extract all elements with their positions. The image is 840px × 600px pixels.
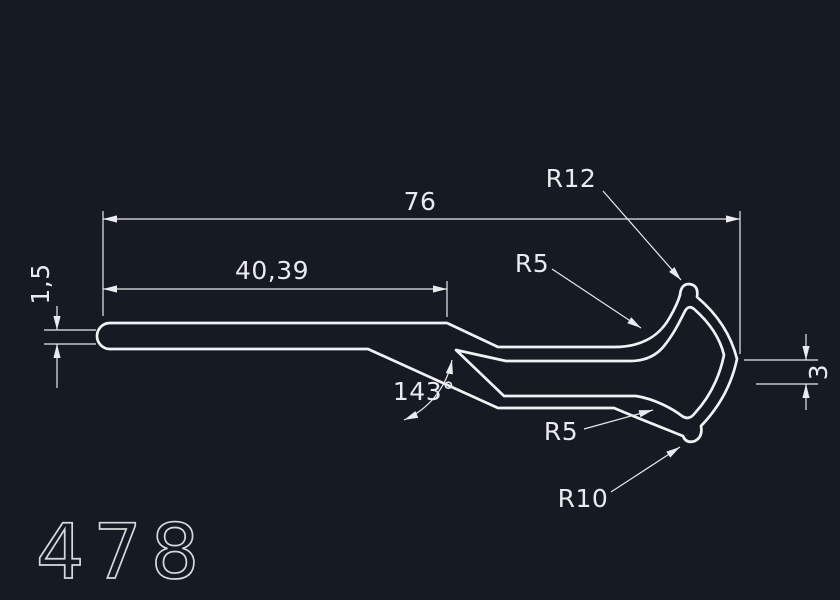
part-number: 478 (36, 507, 208, 596)
profile-outer-outline (95, 282, 739, 444)
angle-arc (403, 359, 453, 421)
dimension-text-3: 3 (804, 364, 833, 380)
dimension-partial-length: 40,39 (103, 256, 448, 317)
leader-radius-upper: R5 (515, 249, 642, 329)
leader-line (610, 446, 681, 493)
dimension-text-4039: 40,39 (235, 256, 309, 285)
dimension-text-15: 1,5 (26, 263, 55, 304)
label-r5-lower: R5 (544, 417, 578, 446)
dimension-angle: 143° (393, 359, 455, 421)
leader-line (602, 190, 682, 281)
label-r12: R12 (546, 164, 597, 193)
leader-line (583, 409, 654, 430)
label-r5-upper: R5 (515, 249, 549, 278)
label-r10: R10 (558, 484, 609, 513)
dimension-total-length: 76 (102, 187, 741, 354)
leader-radius-top: R12 (546, 164, 682, 281)
dimension-text-76: 76 (404, 187, 437, 216)
dimension-thickness: 1,5 (26, 263, 96, 388)
leader-line (551, 268, 642, 329)
profile-inner-outline (454, 305, 726, 420)
profile-geometry (95, 282, 739, 444)
leader-radius-lower: R5 (544, 409, 654, 446)
dimension-text-143: 143° (393, 377, 455, 406)
leader-radius-bottom: R10 (558, 446, 681, 513)
dimension-right-offset: 3 (744, 334, 833, 410)
